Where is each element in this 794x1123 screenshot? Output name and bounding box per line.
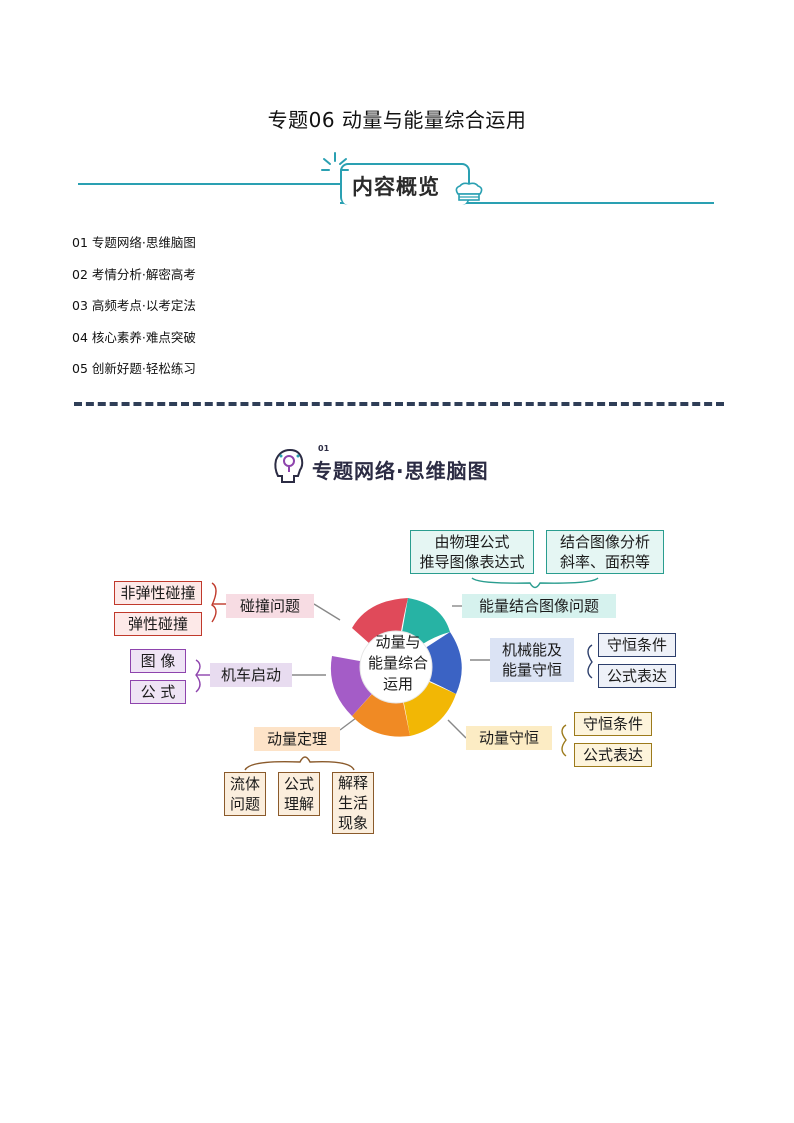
branch-vehicle-start: 机车启动 [210, 663, 292, 687]
connector-conservation-right [561, 724, 567, 757]
leaf-explain-life-phenomena: 解释 生活 现象 [332, 772, 374, 834]
toc-item-02[interactable]: 02 考情分析·解密高考 [72, 267, 196, 282]
leaf-analyze-slope-area: 结合图像分析 斜率、面积等 [546, 530, 664, 574]
leaf-vehicle-formula: 公 式 [130, 680, 186, 704]
connector-conservation-center [447, 719, 467, 739]
connector-collision-left [211, 582, 217, 623]
leaf-formula-understanding: 公式 理解 [278, 772, 320, 816]
branch-mechanical-energy: 机械能及 能量守恒 [490, 638, 574, 682]
leaf-elastic-collision: 弹性碰撞 [114, 612, 202, 636]
connector-vehicle-left [195, 659, 201, 693]
connector-mech-right [587, 644, 593, 679]
section-index: 01 [318, 444, 330, 453]
overview-banner-title: 内容概览 [352, 175, 440, 199]
dashed-divider [74, 402, 724, 406]
pinwheel-icon [330, 598, 462, 737]
leaf-conservation-condition: 守恒条件 [574, 712, 652, 736]
leaf-inelastic-collision: 非弹性碰撞 [114, 581, 202, 605]
leaf-vehicle-graph: 图 像 [130, 649, 186, 673]
toc-item-01[interactable]: 01 专题网络·思维脑图 [72, 235, 196, 250]
connector-collision-center [313, 603, 341, 621]
leaf-mech-condition: 守恒条件 [598, 633, 676, 657]
toc-item-04[interactable]: 04 核心素养·难点突破 [72, 330, 196, 345]
branch-momentum-conservation: 动量守恒 [466, 726, 552, 750]
branch-collision: 碰撞问题 [226, 594, 314, 618]
sparkle-icon [321, 152, 349, 171]
section-heading: 专题网络·思维脑图 [312, 459, 489, 483]
leaf-fluid-problem: 流体 问题 [224, 772, 266, 816]
ribbon-line-left [78, 183, 340, 185]
branch-energy-graph: 能量结合图像问题 [462, 594, 616, 618]
chef-hat-icon [455, 182, 483, 201]
leaf-derive-graph-expression: 由物理公式 推导图像表达式 [410, 530, 534, 574]
connector-theorem-center [339, 717, 357, 731]
connector-graph-top [471, 577, 599, 589]
document-title: 专题06 动量与能量综合运用 [267, 108, 527, 132]
connector-theorem-bottom [244, 756, 355, 771]
brain-bulb-icon [274, 448, 304, 483]
branch-momentum-theorem: 动量定理 [254, 727, 340, 751]
leaf-conservation-formula: 公式表达 [574, 743, 652, 767]
mindmap-center-label: 动量与 能量综合 运用 [367, 633, 428, 693]
ribbon-line-right [340, 202, 714, 204]
leaf-mech-formula: 公式表达 [598, 664, 676, 688]
toc-item-05[interactable]: 05 创新好题·轻松练习 [72, 361, 196, 376]
toc-item-03[interactable]: 03 高频考点·以考定法 [72, 298, 196, 313]
overview-banner [340, 163, 470, 205]
